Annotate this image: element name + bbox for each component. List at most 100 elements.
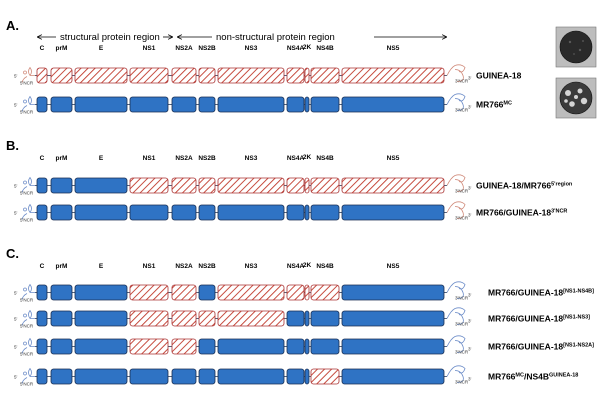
utr3-stem-loop <box>446 365 466 383</box>
segment-2k <box>304 284 310 301</box>
five-prime-label: 5' <box>14 345 18 350</box>
segment-ns4a <box>286 204 305 221</box>
segment-ns4b <box>310 338 340 355</box>
gene-label-ns5: NS5 <box>387 45 400 52</box>
gene-label-2k: 2K <box>303 154 312 161</box>
five-ncr-label: 5'NCR <box>20 298 34 303</box>
gene-label-prm: prM <box>56 45 68 52</box>
segment-ns2a <box>171 177 197 194</box>
segment-ns2b <box>198 284 216 301</box>
segment-ns3 <box>217 177 285 194</box>
segment-c <box>36 67 48 84</box>
segment-c <box>36 177 48 194</box>
segment-prm <box>50 338 73 355</box>
segment-ns1 <box>129 204 169 221</box>
construct-label: MR766/GUINEA-18[NS1-NS2A] <box>488 342 594 352</box>
gene-label-ns4a: NS4A <box>287 155 305 162</box>
segment-ns3 <box>217 204 285 221</box>
plaque-image-mr766 <box>555 77 597 119</box>
segment-ns3 <box>217 368 285 385</box>
construct-label: MR766MC <box>476 100 512 110</box>
segment-ns4a <box>286 96 305 113</box>
segment-ns3 <box>217 284 285 301</box>
panel-letter-a: A. <box>6 18 19 33</box>
segment-c <box>36 368 48 385</box>
three-prime-label: 3' <box>468 347 472 352</box>
segment-ns4b <box>310 204 340 221</box>
gene-label-ns2b: NS2B <box>198 45 216 52</box>
three-ncr-label: 3'NCR <box>455 380 469 385</box>
segment-ns4b <box>310 310 340 327</box>
segment-ns2a <box>171 96 197 113</box>
utr5-stem-loop <box>21 203 35 220</box>
segment-ns4a <box>286 67 305 84</box>
segment-e <box>74 368 128 385</box>
three-ncr-label: 3'NCR <box>455 108 469 113</box>
segment-ns2b <box>198 96 216 113</box>
segment-2k <box>304 368 310 385</box>
segment-ns2a <box>171 284 197 301</box>
three-ncr-label: 3'NCR <box>455 79 469 84</box>
three-prime-label: 3' <box>468 293 472 298</box>
gene-label-prm: prM <box>56 263 68 270</box>
segment-ns4b <box>310 368 340 385</box>
segment-e <box>74 310 128 327</box>
utr5-stem-loop <box>21 176 35 193</box>
segment-ns2a <box>171 67 197 84</box>
gene-label-ns3: NS3 <box>245 263 258 270</box>
segment-2k <box>304 204 310 221</box>
gene-label-ns1: NS1 <box>143 155 156 162</box>
three-prime-label: 3' <box>468 186 472 191</box>
plaque-images <box>555 26 597 119</box>
construct-label: MR766/GUINEA-18[NS1-NS3] <box>488 314 590 324</box>
segment-prm <box>50 177 73 194</box>
segment-ns2b <box>198 177 216 194</box>
gene-label-2k: 2K <box>303 44 312 51</box>
gene-label-ns4b: NS4B <box>316 155 334 162</box>
region-arrows: structural protein region non-structural… <box>38 32 446 43</box>
gene-label-ns4b: NS4B <box>316 45 334 52</box>
segment-ns2a <box>171 338 197 355</box>
gene-label-ns1: NS1 <box>143 45 156 52</box>
segment-ns3 <box>217 96 285 113</box>
segment-prm <box>50 310 73 327</box>
gene-label-ns1: NS1 <box>143 263 156 270</box>
segment-ns5 <box>341 338 445 355</box>
utr5-stem-loop <box>21 283 35 300</box>
segment-e <box>74 284 128 301</box>
segment-e <box>74 177 128 194</box>
segment-ns2a <box>171 204 197 221</box>
three-prime-label: 3' <box>468 377 472 382</box>
segment-ns2b <box>198 67 216 84</box>
utr3-stem-loop <box>446 201 466 219</box>
gene-label-ns3: NS3 <box>245 45 258 52</box>
segment-ns2b <box>198 338 216 355</box>
utr5-stem-loop <box>21 95 35 112</box>
segment-ns2b <box>198 310 216 327</box>
segment-ns2b <box>198 368 216 385</box>
segment-ns3 <box>217 338 285 355</box>
gene-label-ns4a: NS4A <box>287 45 305 52</box>
five-prime-label: 5' <box>14 103 18 108</box>
segment-ns2a <box>171 310 197 327</box>
five-ncr-label: 5'NCR <box>20 352 34 357</box>
segment-e <box>74 67 128 84</box>
three-prime-label: 3' <box>468 76 472 81</box>
utr5-stem-loop <box>21 309 35 326</box>
segment-ns1 <box>129 338 169 355</box>
five-prime-label: 5' <box>14 211 18 216</box>
gene-label-prm: prM <box>56 155 68 162</box>
segment-ns2a <box>171 368 197 385</box>
segment-ns4b <box>310 284 340 301</box>
utr5-stem-loop <box>21 337 35 354</box>
gene-label-ns2b: NS2B <box>198 155 216 162</box>
segment-ns4a <box>286 368 305 385</box>
segment-2k <box>304 310 310 327</box>
segment-e <box>74 96 128 113</box>
structural-region-label: structural protein region <box>60 32 160 43</box>
